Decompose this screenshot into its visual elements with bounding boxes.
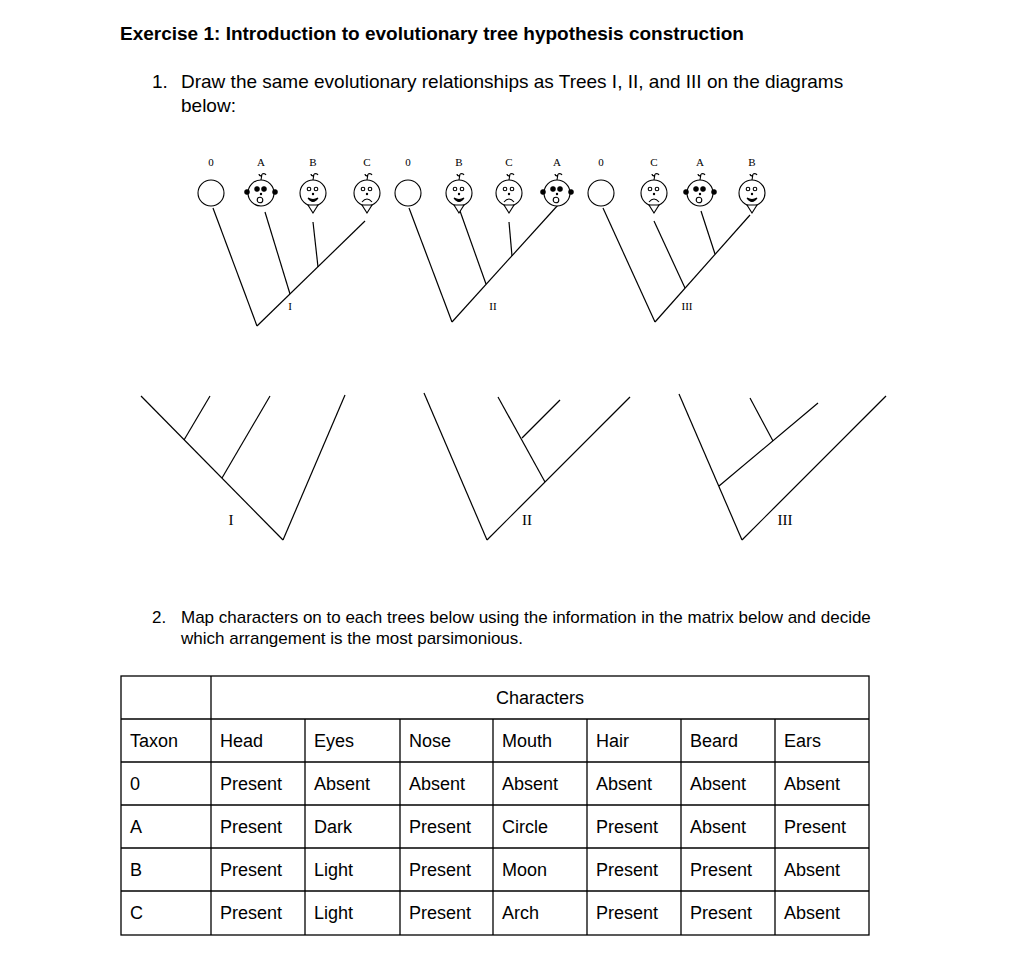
tree-label: II (522, 511, 532, 530)
taxon-label: 0 (405, 156, 411, 170)
character-table-grid (121, 676, 869, 935)
table-cell: 0 (130, 773, 140, 796)
tree-lines (141, 205, 886, 540)
face (541, 174, 573, 206)
face (395, 180, 421, 206)
face (446, 174, 472, 213)
table-cell: Present (596, 859, 658, 882)
table-cell: Light (314, 859, 353, 882)
table-cell: Taxon (130, 730, 178, 753)
table-cell: Present (409, 816, 471, 839)
face (300, 174, 326, 213)
table-cell: C (130, 902, 143, 925)
table-cell: Present (409, 902, 471, 925)
face (588, 180, 614, 206)
face-illustrations (198, 174, 765, 213)
table-cell: Head (220, 730, 263, 753)
table-cell: Circle (502, 816, 548, 839)
taxon-label: B (309, 156, 316, 170)
table-cell: Present (690, 902, 752, 925)
table-cell: Present (220, 773, 282, 796)
table-cell: Hair (596, 730, 629, 753)
instruction-text: 2. (152, 607, 166, 628)
face (496, 174, 522, 213)
taxon-label: C (650, 156, 657, 170)
table-cell: Absent (690, 773, 746, 796)
tree-label: III (682, 300, 693, 314)
table-cell: Present (596, 816, 658, 839)
taxon-label: A (553, 156, 561, 170)
table-cell: Arch (502, 902, 539, 925)
taxon-label: A (257, 156, 265, 170)
table-cell: Absent (784, 773, 840, 796)
table-heading: Characters (496, 687, 584, 710)
face (739, 174, 765, 213)
table-cell: Present (220, 902, 282, 925)
table-cell: A (130, 816, 142, 839)
table-cell: Absent (690, 816, 746, 839)
tree-label: I (229, 511, 234, 530)
table-cell: Light (314, 902, 353, 925)
instruction-text: Map characters on to each trees below us… (181, 607, 886, 650)
table-cell: Absent (784, 902, 840, 925)
item-number: 1. (152, 70, 168, 94)
face (684, 174, 716, 206)
taxon-label: C (505, 156, 512, 170)
taxon-label: 0 (598, 156, 604, 170)
table-cell: Mouth (502, 730, 552, 753)
instruction-text: Draw the same evolutionary relationships… (181, 70, 886, 118)
table-cell: Absent (409, 773, 465, 796)
taxon-label: A (696, 156, 704, 170)
table-cell: Eyes (314, 730, 354, 753)
table-cell: Nose (409, 730, 451, 753)
table-cell: Present (784, 816, 846, 839)
table-cell: Dark (314, 816, 352, 839)
tree-label: II (489, 300, 496, 314)
table-cell: Present (409, 859, 471, 882)
table-cell: Present (220, 859, 282, 882)
taxon-label: 0 (208, 156, 214, 170)
table-cell: Present (690, 859, 752, 882)
face (641, 174, 667, 213)
table-cell: B (130, 859, 142, 882)
exercise-title: Exercise 1: Introduction to evolutionary… (120, 22, 744, 46)
tree-label: I (288, 300, 292, 314)
taxon-label: B (455, 156, 462, 170)
taxon-label: C (363, 156, 370, 170)
item-number: III (778, 511, 793, 530)
face (354, 174, 380, 213)
table-cell: Absent (784, 859, 840, 882)
table-cell: Present (596, 902, 658, 925)
face (245, 174, 277, 206)
table-cell: Beard (690, 730, 738, 753)
table-cell: Absent (502, 773, 558, 796)
table-cell: Ears (784, 730, 821, 753)
table-cell: Present (220, 816, 282, 839)
table-cell: Absent (314, 773, 370, 796)
table-cell: Moon (502, 859, 547, 882)
table-cell: Absent (596, 773, 652, 796)
face (198, 180, 224, 206)
taxon-label: B (748, 156, 755, 170)
